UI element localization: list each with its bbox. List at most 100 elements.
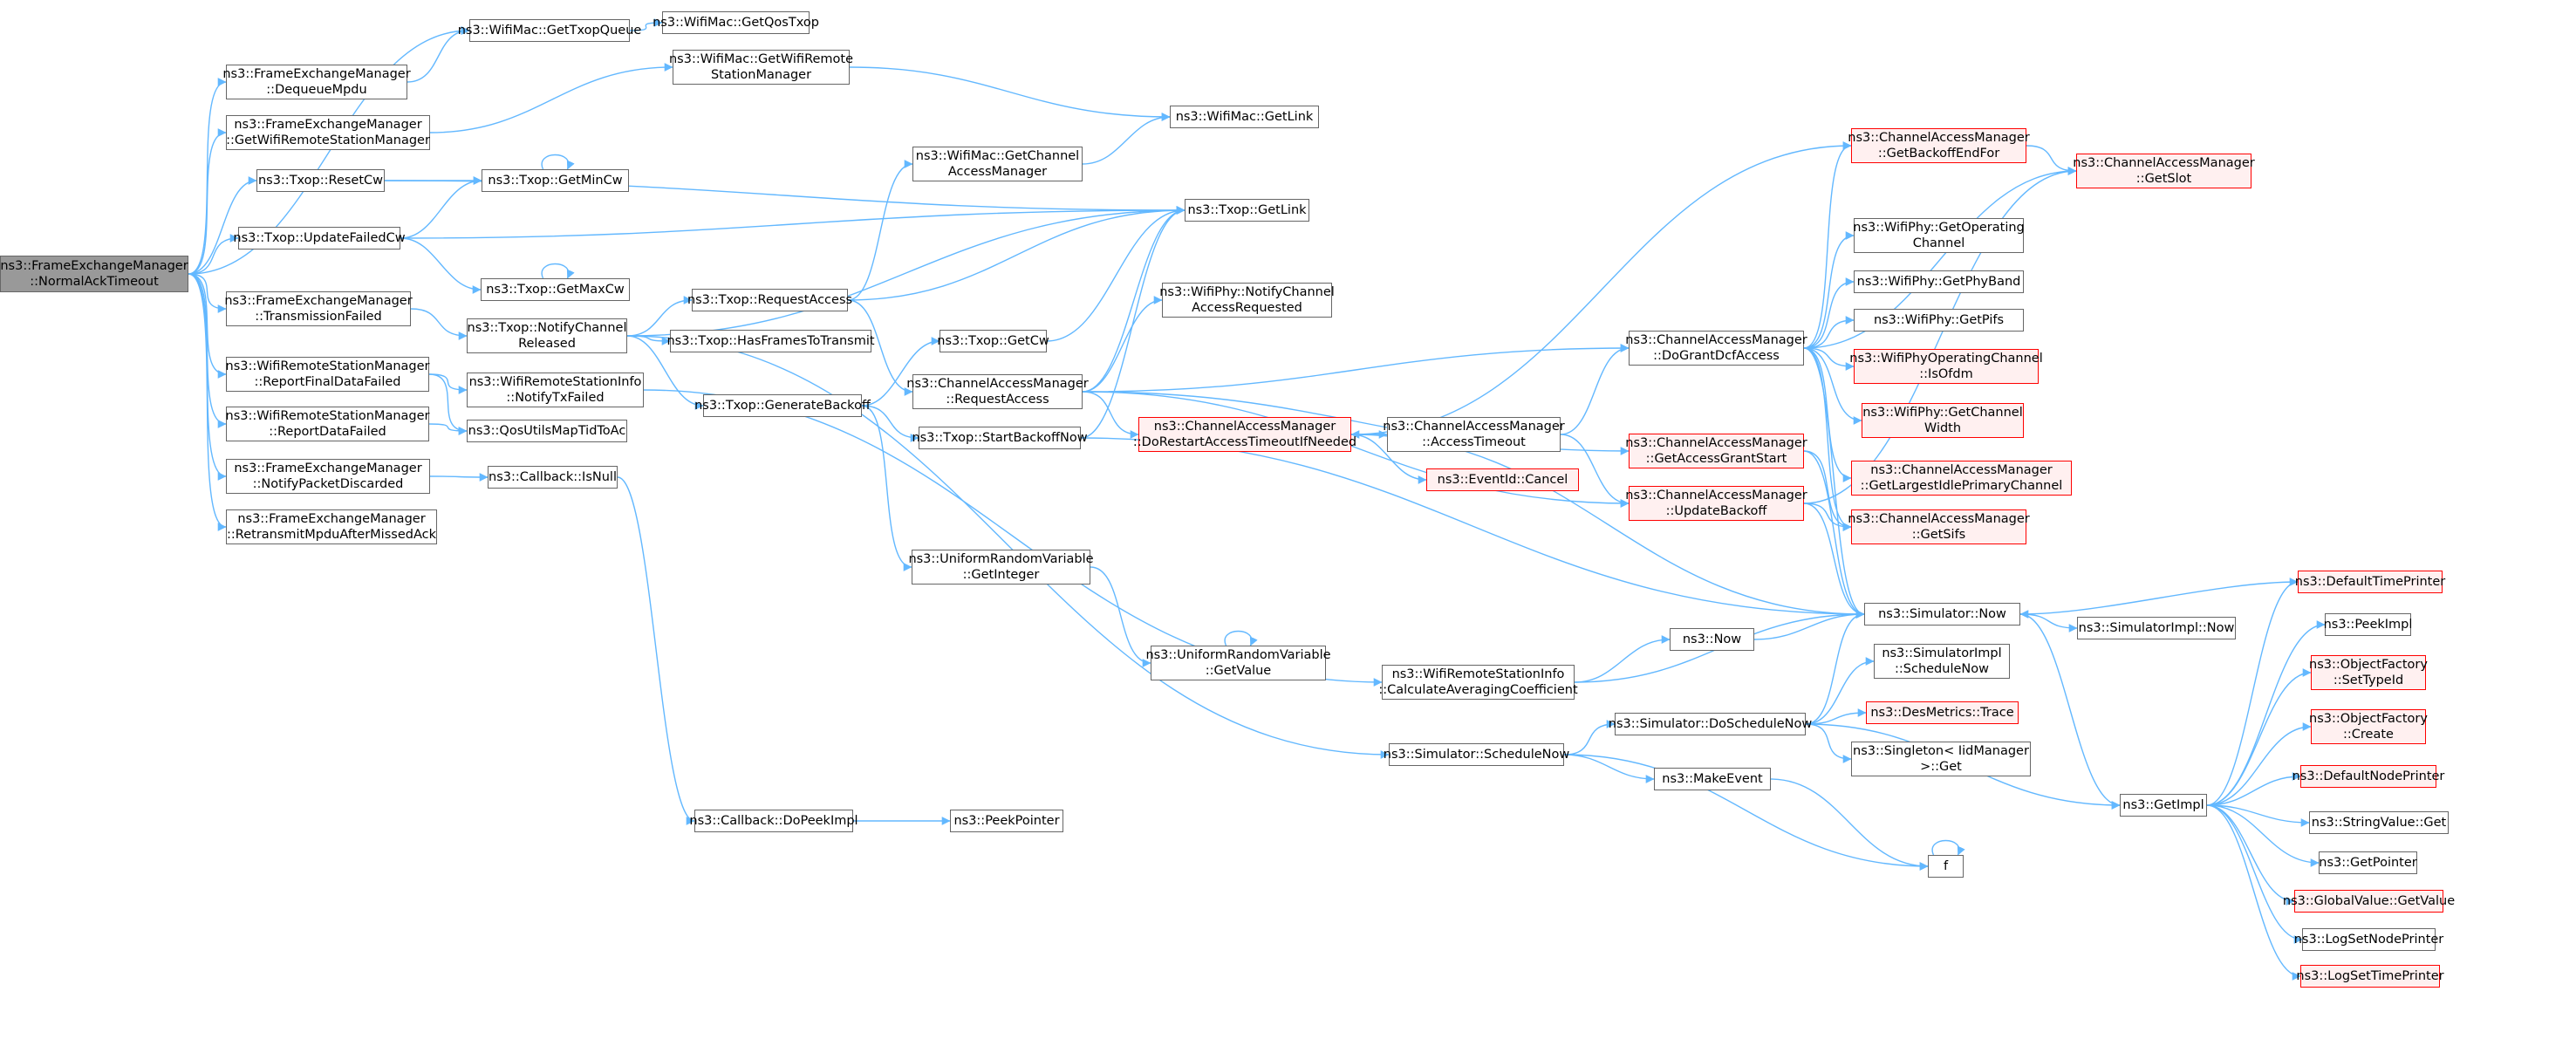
graph-node-doRestart[interactable]: ns3::ChannelAccessManager::DoRestartAcce… <box>1133 417 1356 452</box>
graph-node-qosUtils[interactable]: ns3::QosUtilsMapTidToAc <box>467 420 627 442</box>
graph-node-label: ::GetLargestIdlePrimaryChannel <box>1860 479 2063 493</box>
graph-node-ns3Now[interactable]: ns3::Now <box>1670 628 1754 651</box>
graph-node-getBackoffEndFor[interactable]: ns3::ChannelAccessManager::GetBackoffEnd… <box>1848 128 2030 163</box>
graph-node-label: ::SetTypeId <box>2333 673 2404 687</box>
graph-node-label: ns3::ObjectFactory <box>2309 658 2428 672</box>
call-edge-doGrantDcf-to-getOperatingChannel <box>1803 231 1855 349</box>
graph-node-reportFinalDataFailed[interactable]: ns3::WifiRemoteStationManager::ReportFin… <box>226 357 430 392</box>
graph-node-updateBackoff[interactable]: ns3::ChannelAccessManager::UpdateBackoff <box>1625 486 1807 521</box>
graph-node-getMinCw[interactable]: ns3::Txop::GetMinCw <box>482 169 629 192</box>
graph-node-logSetTimePrinter[interactable]: ns3::LogSetTimePrinter <box>2296 965 2444 988</box>
graph-node-getSlot[interactable]: ns3::ChannelAccessManager::GetSlot <box>2073 154 2255 188</box>
graph-node-simNow[interactable]: ns3::Simulator::Now <box>1864 603 2020 626</box>
graph-node-startBackoffNow[interactable]: ns3::Txop::StartBackoffNow <box>912 427 1088 449</box>
graph-node-uniformGetInteger[interactable]: ns3::UniformRandomVariable::GetInteger <box>908 550 1094 585</box>
graph-node-ofCreate[interactable]: ns3::ObjectFactory::Create <box>2309 709 2428 744</box>
call-edge-doScheduleNow-to-simImplScheduleNow <box>1805 657 1875 725</box>
graph-node-cbIsNull[interactable]: ns3::Callback::IsNull <box>488 466 618 489</box>
graph-node-getCw[interactable]: ns3::Txop::GetCw <box>937 330 1049 352</box>
graph-node-setTypeId[interactable]: ns3::ObjectFactory::SetTypeId <box>2309 655 2428 690</box>
graph-node-label: ns3::ChannelAccessManager <box>1848 512 2030 526</box>
graph-node-label: ns3::WifiPhyOperatingChannel <box>1849 352 2043 366</box>
graph-node-updateFailedCw[interactable]: ns3::Txop::UpdateFailedCw <box>233 227 406 250</box>
graph-node-label: AccessManager <box>947 165 1048 179</box>
graph-node-notifyTxFailed[interactable]: ns3::WifiRemoteStationInfo::NotifyTxFail… <box>467 373 644 407</box>
graph-node-resetCw[interactable]: ns3::Txop::ResetCw <box>256 169 385 192</box>
graph-node-desMetrics[interactable]: ns3::DesMetrics::Trace <box>1866 701 2019 724</box>
graph-node-getPhyBand[interactable]: ns3::WifiPhy::GetPhyBand <box>1854 270 2024 293</box>
graph-node-getAccessGrantStart[interactable]: ns3::ChannelAccessManager::GetAccessGran… <box>1625 434 1807 468</box>
graph-node-eventCancel[interactable]: ns3::EventId::Cancel <box>1426 468 1579 491</box>
graph-node-calcAvg[interactable]: ns3::WifiRemoteStationInfo::CalculateAve… <box>1378 665 1578 700</box>
graph-node-label: ns3::FrameExchangeManager <box>234 118 422 132</box>
graph-node-getMaxCw[interactable]: ns3::Txop::GetMaxCw <box>481 278 630 301</box>
call-edge-generateBackoff-to-startBackoffNow <box>861 405 919 442</box>
graph-node-getLinkMac[interactable]: ns3::WifiMac::GetLink <box>1170 106 1319 128</box>
graph-node-getTxopQueue[interactable]: ns3::WifiMac::GetTxopQueue <box>458 19 641 42</box>
graph-node-accessTimeout[interactable]: ns3::ChannelAccessManager::AccessTimeout <box>1383 417 1565 452</box>
graph-node-simScheduleNow[interactable]: ns3::Simulator::ScheduleNow <box>1384 743 1569 766</box>
graph-node-reportDataFailed[interactable]: ns3::WifiRemoteStationManager::ReportDat… <box>226 407 430 441</box>
graph-node-label: ns3::Txop::GetMaxCw <box>486 283 625 297</box>
graph-node-label: ::CalculateAveragingCoefficient <box>1378 683 1578 697</box>
call-edge-getAccessGrantStart-to-getSifs <box>1803 450 1852 531</box>
graph-node-getLargestIdle[interactable]: ns3::ChannelAccessManager::GetLargestIdl… <box>1851 461 2072 496</box>
graph-node-getImpl[interactable]: ns3::GetImpl <box>2120 794 2207 817</box>
graph-node-defaultTimePrinter[interactable]: ns3::DefaultTimePrinter <box>2295 571 2445 593</box>
graph-node-getPointer[interactable]: ns3::GetPointer <box>2319 851 2417 874</box>
graph-node-logSetNodePrinter[interactable]: ns3::LogSetNodePrinter <box>2294 928 2443 951</box>
call-edge-simNow-to-getImpl <box>2019 613 2121 810</box>
graph-node-label: ns3::WifiMac::GetWifiRemote <box>668 52 854 66</box>
graph-node-defaultNodePrinter[interactable]: ns3::DefaultNodePrinter <box>2292 765 2444 788</box>
graph-node-retransmit[interactable]: ns3::FrameExchangeManager::RetransmitMpd… <box>226 509 437 544</box>
call-edge-updateBackoff-to-getSifs <box>1803 502 1852 531</box>
graph-node-globalValueGetValue[interactable]: ns3::GlobalValue::GetValue <box>2283 890 2455 913</box>
graph-node-label: ns3::Txop::GenerateBackoff <box>694 399 871 413</box>
call-edge-doScheduleNow-to-singleton <box>1805 723 1852 763</box>
graph-node-f[interactable]: f <box>1928 855 1964 878</box>
graph-node-generateBackoff[interactable]: ns3::Txop::GenerateBackoff <box>694 394 871 417</box>
graph-node-transmissionFailed[interactable]: ns3::FrameExchangeManager::TransmissionF… <box>224 291 413 326</box>
graph-node-getPifs[interactable]: ns3::WifiPhy::GetPifs <box>1854 309 2024 332</box>
graph-node-fxGetWRSM[interactable]: ns3::FrameExchangeManager::GetWifiRemote… <box>226 115 430 150</box>
call-edge-reportDataFailed-to-qosUtils <box>428 423 468 435</box>
graph-node-cbDoPeekImpl[interactable]: ns3::Callback::DoPeekImpl <box>689 810 858 832</box>
graph-node-label: ns3::MakeEvent <box>1662 772 1763 786</box>
graph-node-label: ::GetSlot <box>2135 172 2192 186</box>
graph-node-doScheduleNow[interactable]: ns3::Simulator::DoScheduleNow <box>1609 713 1812 735</box>
graph-node-txopGetLink[interactable]: ns3::Txop::GetLink <box>1185 199 1309 222</box>
graph-node-label: ::GetInteger <box>962 568 1040 582</box>
graph-node-label: ns3::ChannelAccessManager <box>906 377 1089 391</box>
call-edge-doScheduleNow-to-simNow <box>1805 610 1865 725</box>
graph-node-peekPointer[interactable]: ns3::PeekPointer <box>950 810 1063 832</box>
graph-node-simImplNow[interactable]: ns3::SimulatorImpl::Now <box>2077 617 2236 639</box>
graph-node-label: ns3::WifiMac::GetTxopQueue <box>457 24 642 38</box>
graph-node-hasFrames[interactable]: ns3::Txop::HasFramesToTransmit <box>666 330 875 352</box>
graph-node-label: ::NotifyPacketDiscarded <box>252 477 404 491</box>
graph-node-uniformGetValue[interactable]: ns3::UniformRandomVariable::GetValue <box>1145 646 1331 680</box>
graph-node-makeEvent[interactable]: ns3::MakeEvent <box>1654 768 1771 790</box>
graph-node-label: ns3::WifiPhy::NotifyChannel <box>1159 285 1335 299</box>
graph-node-isOfdm[interactable]: ns3::WifiPhyOperatingChannel::IsOfdm <box>1849 349 2043 384</box>
graph-node-dequeueMpdu[interactable]: ns3::FrameExchangeManager::DequeueMpdu <box>222 65 411 99</box>
graph-node-requestAccess[interactable]: ns3::Txop::RequestAccess <box>687 289 852 311</box>
graph-node-stringValueGet[interactable]: ns3::StringValue::Get <box>2309 811 2449 834</box>
graph-node-getQosTxop[interactable]: ns3::WifiMac::GetQosTxop <box>653 11 819 34</box>
graph-node-simImplScheduleNow[interactable]: ns3::SimulatorImpl::ScheduleNow <box>1874 644 2010 679</box>
graph-node-notifyPacketDiscarded[interactable]: ns3::FrameExchangeManager::NotifyPacketD… <box>226 459 430 494</box>
graph-node-label: ::DequeueMpdu <box>266 83 367 97</box>
graph-node-getSifs[interactable]: ns3::ChannelAccessManager::GetSifs <box>1848 509 2030 544</box>
graph-node-camRequestAccess[interactable]: ns3::ChannelAccessManager::RequestAccess <box>906 374 1089 409</box>
graph-node-peekImpl[interactable]: ns3::PeekImpl <box>2324 613 2412 636</box>
graph-node-label: ns3::WifiMac::GetLink <box>1175 110 1314 124</box>
call-edge-camRequestAccess-to-doRestart <box>1082 391 1139 439</box>
graph-node-doGrantDcf[interactable]: ns3::ChannelAccessManager::DoGrantDcfAcc… <box>1625 331 1807 366</box>
graph-node-singleton[interactable]: ns3::Singleton< IidManager>::Get <box>1851 742 2031 776</box>
